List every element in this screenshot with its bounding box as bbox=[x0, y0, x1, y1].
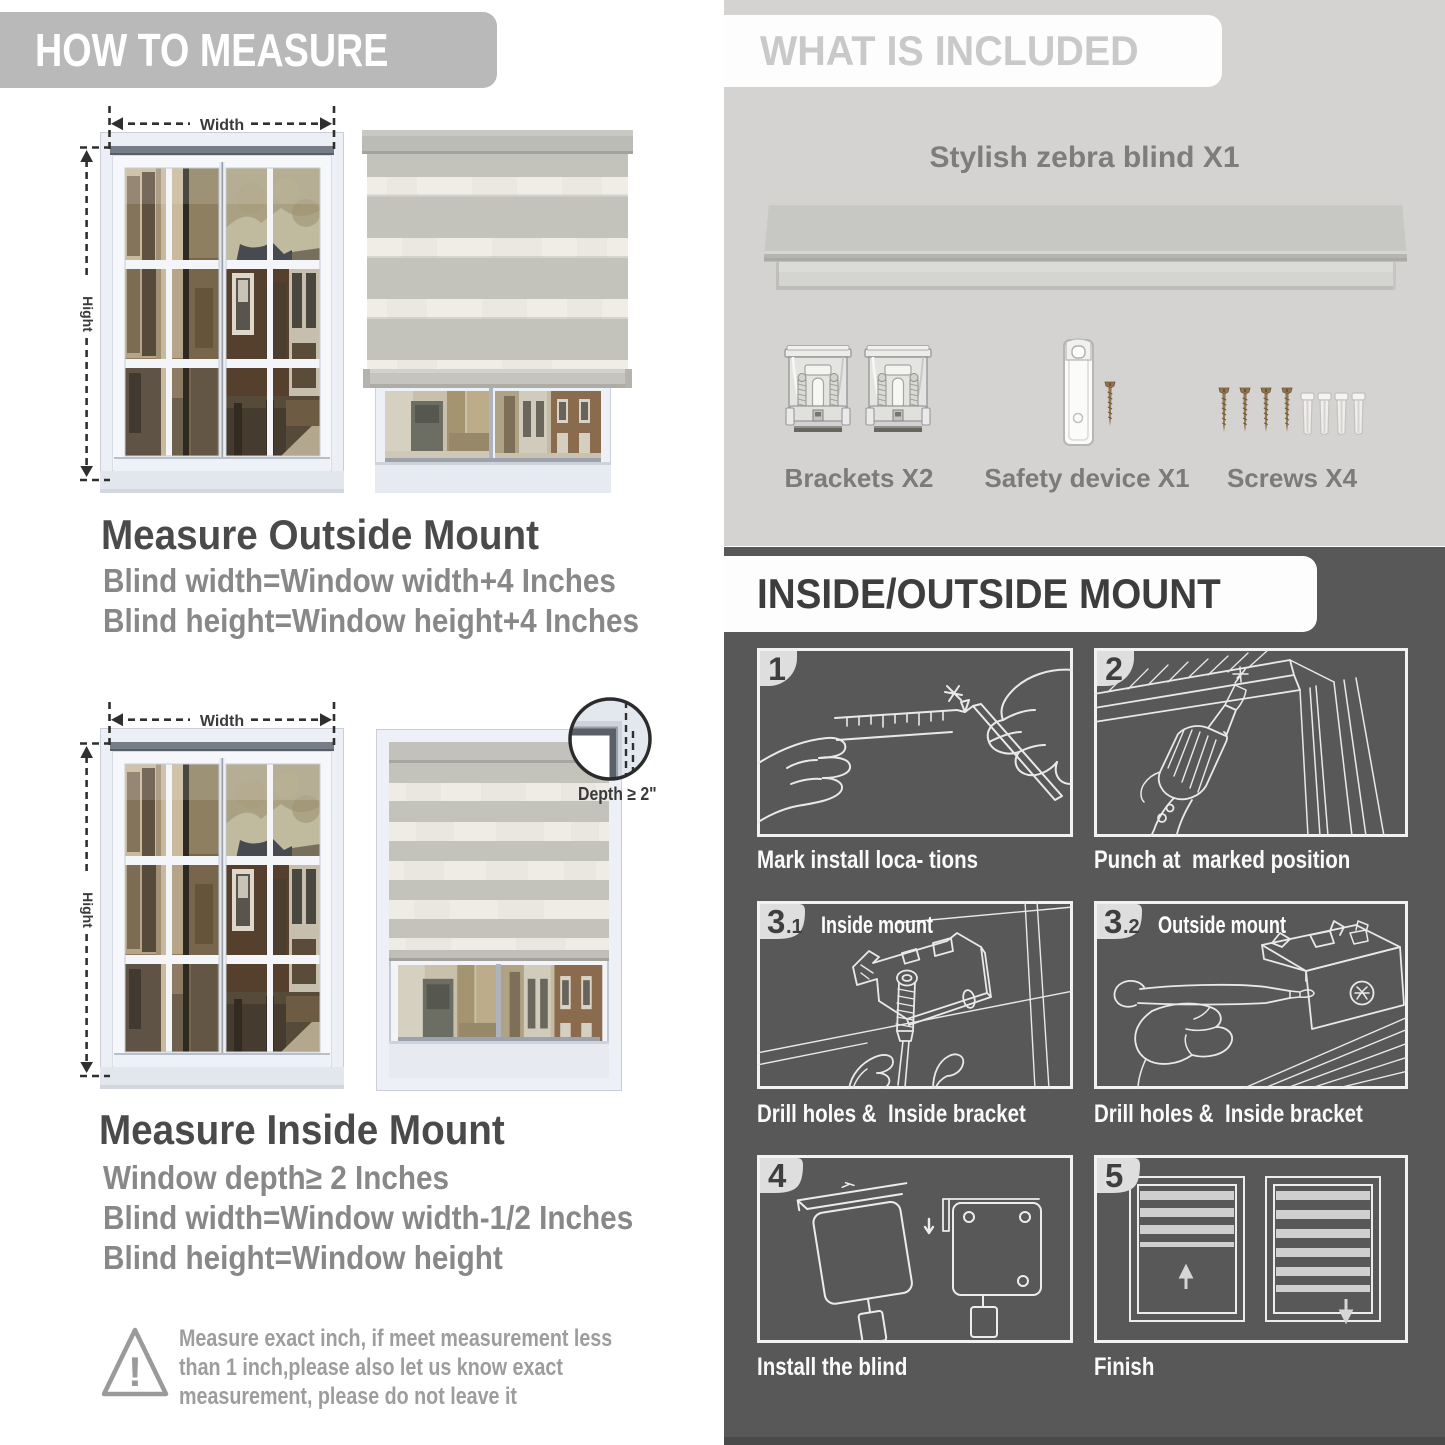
svg-text:3: 3 bbox=[767, 903, 785, 940]
svg-text:3: 3 bbox=[1104, 903, 1122, 940]
svg-text:.1: .1 bbox=[786, 916, 803, 938]
svg-text:Width: Width bbox=[200, 117, 244, 134]
svg-text:Width: Width bbox=[200, 713, 244, 730]
svg-text:!: ! bbox=[128, 1348, 142, 1395]
svg-text:4: 4 bbox=[768, 1157, 787, 1194]
svg-text:.2: .2 bbox=[1123, 916, 1140, 938]
svg-text:Outside mount: Outside mount bbox=[1158, 912, 1286, 939]
svg-text:5: 5 bbox=[1105, 1157, 1123, 1194]
svg-text:Inside mount: Inside mount bbox=[821, 912, 933, 939]
